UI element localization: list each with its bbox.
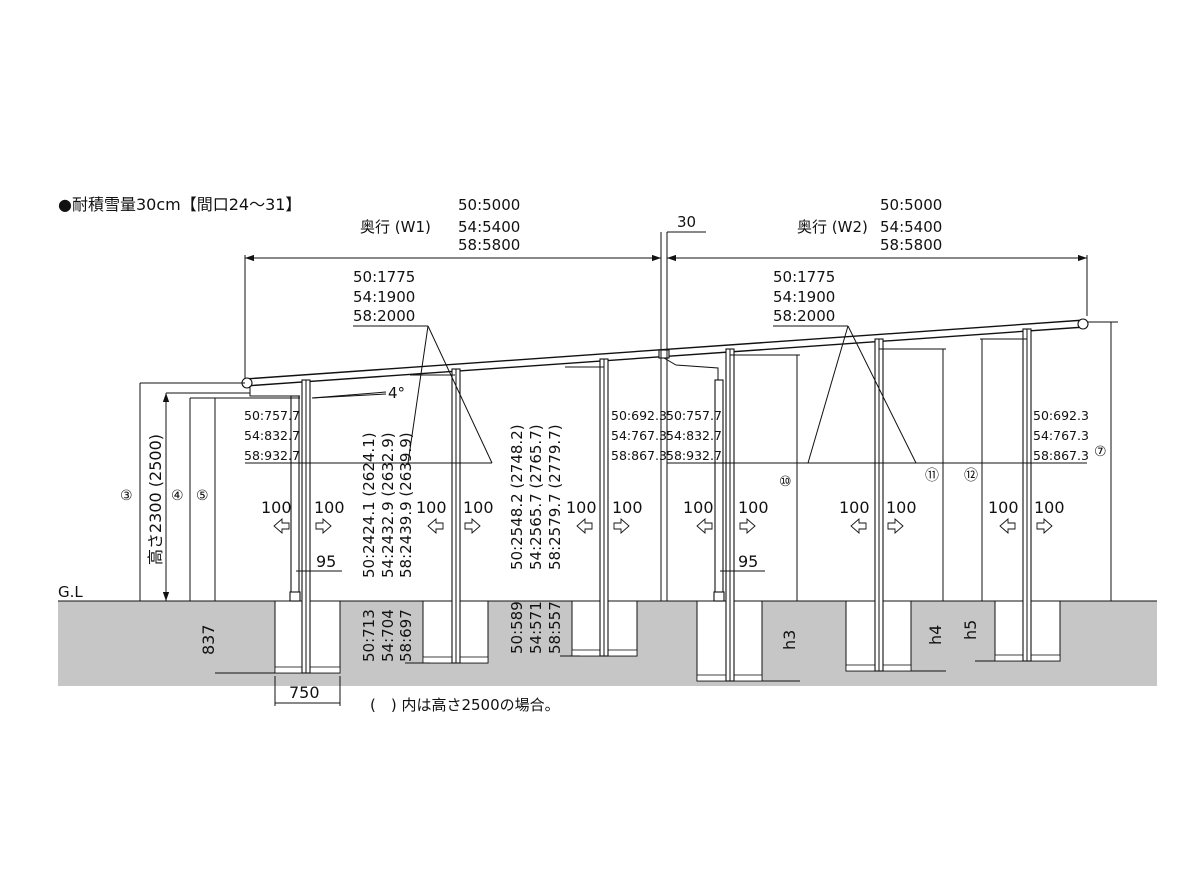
- circle-5: ⑤: [196, 488, 209, 504]
- post-h2-58: 58:2579.7 (2779.7): [546, 424, 564, 570]
- spacing-2r: 100: [463, 498, 494, 517]
- pitch1-50: 50:1775: [353, 268, 415, 286]
- footnote: ( ) 内は高さ2500の場合。: [370, 696, 560, 714]
- pitch-callout-1: 50:1775 54:1900 58:2000: [245, 268, 493, 464]
- spacing-2l: 100: [416, 498, 447, 517]
- circle-11: ⑪: [925, 468, 939, 484]
- offset-95-right: 95: [738, 552, 758, 571]
- dimension-gap: 30: [667, 213, 706, 233]
- w2-label: 奥行 (W2): [797, 218, 868, 236]
- right-height-dims: ⑦ ⑩ ⑪ ⑫: [730, 321, 1118, 601]
- spacing-5r: 100: [886, 498, 917, 517]
- eave-c-50: 50:757.7: [666, 408, 722, 423]
- h5-label: h5: [961, 620, 980, 640]
- pitch2-58: 58:2000: [773, 307, 835, 325]
- w2-value-58: 58:5800: [880, 236, 942, 254]
- dim-837: 837: [199, 624, 218, 655]
- w2-value-50: 50:5000: [880, 196, 942, 214]
- eave-b-54: 54:767.3: [611, 428, 667, 443]
- post-h1-58: 58:2439.9 (2639.9): [397, 432, 415, 578]
- w1-label: 奥行 (W1): [360, 218, 431, 236]
- eave-d-54: 54:767.3: [1033, 428, 1089, 443]
- angle-value: 4°: [388, 384, 405, 402]
- eave-a-58: 58:932.7: [244, 448, 300, 463]
- eave-d-58: 58:867.3: [1033, 448, 1089, 463]
- pitch-callout-2: 50:1775 54:1900 58:2000: [667, 268, 1087, 464]
- spacing-6r: 100: [1034, 498, 1065, 517]
- roof-beam: [241, 318, 1089, 397]
- posts: [289, 232, 1032, 682]
- w2-value-54: 54:5400: [880, 218, 942, 236]
- offset-95: 95 95: [296, 552, 765, 572]
- w1-value-58: 58:5800: [458, 236, 520, 254]
- depth1-58: 58:697: [397, 609, 415, 662]
- spacing-3l: 100: [566, 498, 597, 517]
- spacing-6l: 100: [988, 498, 1019, 517]
- dim-750: 750: [289, 683, 320, 702]
- eave-a-50: 50:757.7: [244, 408, 300, 423]
- gl-label: G.L: [58, 583, 83, 601]
- depth2-58: 58:557: [546, 601, 564, 654]
- depth1-50: 50:713: [360, 609, 378, 662]
- height-main: 高さ2300 (2500): [146, 434, 165, 565]
- post-h2-50: 50:2548.2 (2748.2): [508, 424, 526, 570]
- post-h1-50: 50:2424.1 (2624.1): [360, 432, 378, 578]
- spacing-labels: 100 100 100 100 100 100 100 100 100 100 …: [261, 498, 1065, 534]
- spacing-1r: 100: [314, 498, 345, 517]
- eave-labels: 50:757.7 54:832.7 58:932.7 50:692.3 54:7…: [244, 408, 1089, 463]
- pitch1-58: 58:2000: [353, 307, 415, 325]
- eave-c-54: 54:832.7: [666, 428, 722, 443]
- post-height-labels: 50:2424.1 (2624.1) 54:2432.9 (2632.9) 58…: [360, 366, 604, 578]
- depth2-54: 54:571: [527, 601, 545, 654]
- eave-b-58: 58:867.3: [611, 448, 667, 463]
- eave-b-50: 50:692.3: [611, 408, 667, 423]
- depth2-50: 50:589: [508, 601, 526, 654]
- eave-c-58: 58:932.7: [666, 448, 722, 463]
- h4-label: h4: [926, 625, 945, 645]
- offset-95-left: 95: [316, 552, 336, 571]
- post-h1-54: 54:2432.9 (2632.9): [379, 432, 397, 578]
- depth-h-labels: h3 h4 h5: [762, 620, 995, 682]
- circle-7: ⑦: [1094, 444, 1107, 460]
- depth-labels: 50:713 54:704 58:697 50:589 54:571 58:55…: [360, 601, 580, 664]
- w1-value-54: 54:5400: [458, 218, 520, 236]
- left-height-dims: ③ 高さ2300 (2500) ④ ⑤: [120, 382, 300, 601]
- gap-value: 30: [677, 213, 696, 231]
- eave-a-54: 54:832.7: [244, 428, 300, 443]
- spacing-3r: 100: [612, 498, 643, 517]
- depth1-54: 54:704: [379, 609, 397, 662]
- circle-12: ⑫: [964, 468, 978, 484]
- pitch1-54: 54:1900: [353, 288, 415, 306]
- dimension-w1: 奥行 (W1) 50:5000 54:5400 58:5800: [244, 196, 661, 378]
- dimension-w2: 奥行 (W2) 50:5000 54:5400 58:5800: [667, 196, 1088, 316]
- spacing-1l: 100: [261, 498, 292, 517]
- h3-label: h3: [780, 630, 799, 650]
- arrow-icons: [273, 518, 1053, 534]
- spacing-4r: 100: [738, 498, 769, 517]
- spacing-5l: 100: [839, 498, 870, 517]
- post-h2-54: 54:2565.7 (2765.7): [527, 424, 545, 570]
- diagram-title: ●耐積雪量30cm【間口24～31】: [58, 195, 301, 214]
- circle-3: ③: [120, 488, 133, 504]
- spacing-4l: 100: [683, 498, 714, 517]
- w1-value-50: 50:5000: [458, 196, 520, 214]
- circle-4: ④: [171, 488, 184, 504]
- circle-10: ⑩: [779, 474, 792, 490]
- pitch2-54: 54:1900: [773, 288, 835, 306]
- eave-d-50: 50:692.3: [1033, 408, 1089, 423]
- pitch2-50: 50:1775: [773, 268, 835, 286]
- foundation-dims: 837 750: [199, 624, 341, 706]
- roof-angle: 4°: [311, 384, 405, 402]
